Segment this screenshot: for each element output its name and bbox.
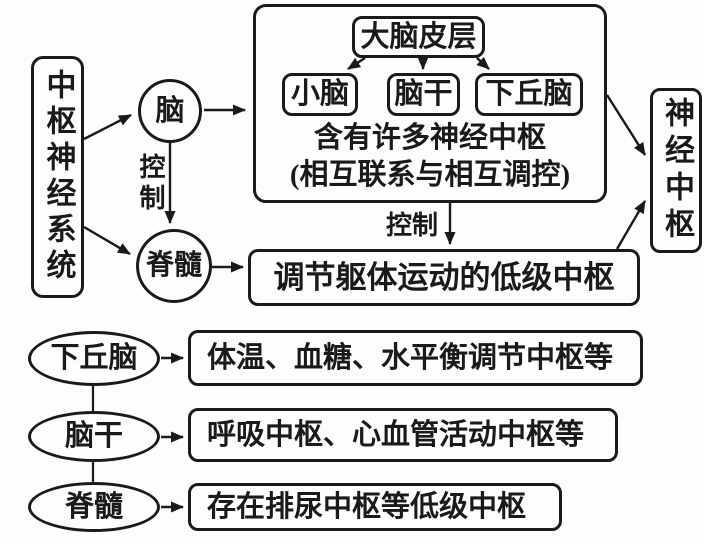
arrow-somatic-to-nerve-center xyxy=(615,200,647,250)
brain-note-line1: 含有许多神经中枢 xyxy=(313,121,546,154)
somatic-lower-center-box: 调节躯体运动的低级中枢 xyxy=(248,249,640,306)
spinal-ellipse: 脊髓 xyxy=(28,482,160,532)
arrow-cortex-to-hypothalamus xyxy=(476,56,490,70)
arrow-panel-to-nerve-center xyxy=(605,94,647,156)
brain-note-line2: (相互联系与相互调控) xyxy=(289,158,571,191)
brainstem-ellipse: 脑干 xyxy=(28,411,160,462)
arrow-cortex-to-cerebellum xyxy=(347,56,366,71)
spinal-circle: 脊髓 xyxy=(136,229,212,303)
brainstem-desc-box: 呼吸中枢、心血管活动中枢等 xyxy=(188,408,618,462)
brain-region-panel xyxy=(253,4,607,203)
arrow-cns-to-brain xyxy=(83,113,132,141)
hypothalamus-box: 下丘脑 xyxy=(475,73,583,116)
cns-box: 中枢神经系统 xyxy=(31,56,84,298)
hypothalamus-desc-box: 体温、血糖、水平衡调节中枢等 xyxy=(188,330,643,386)
cortex-box: 大脑皮层 xyxy=(352,16,485,58)
arrow-cns-to-spinal xyxy=(83,225,131,256)
cerebellum-box: 小脑 xyxy=(282,73,358,116)
spinal-desc-box: 存在排尿中枢等低级中枢 xyxy=(188,483,562,531)
control-label-left: 控制 xyxy=(136,153,165,215)
brainstem-box: 脑干 xyxy=(387,73,460,116)
hypothalamus-ellipse: 下丘脑 xyxy=(28,331,160,386)
brain-circle: 脑 xyxy=(138,79,202,143)
nerve-center-box: 神经中枢 xyxy=(650,88,702,253)
control-label-mid: 控制 xyxy=(385,211,438,240)
